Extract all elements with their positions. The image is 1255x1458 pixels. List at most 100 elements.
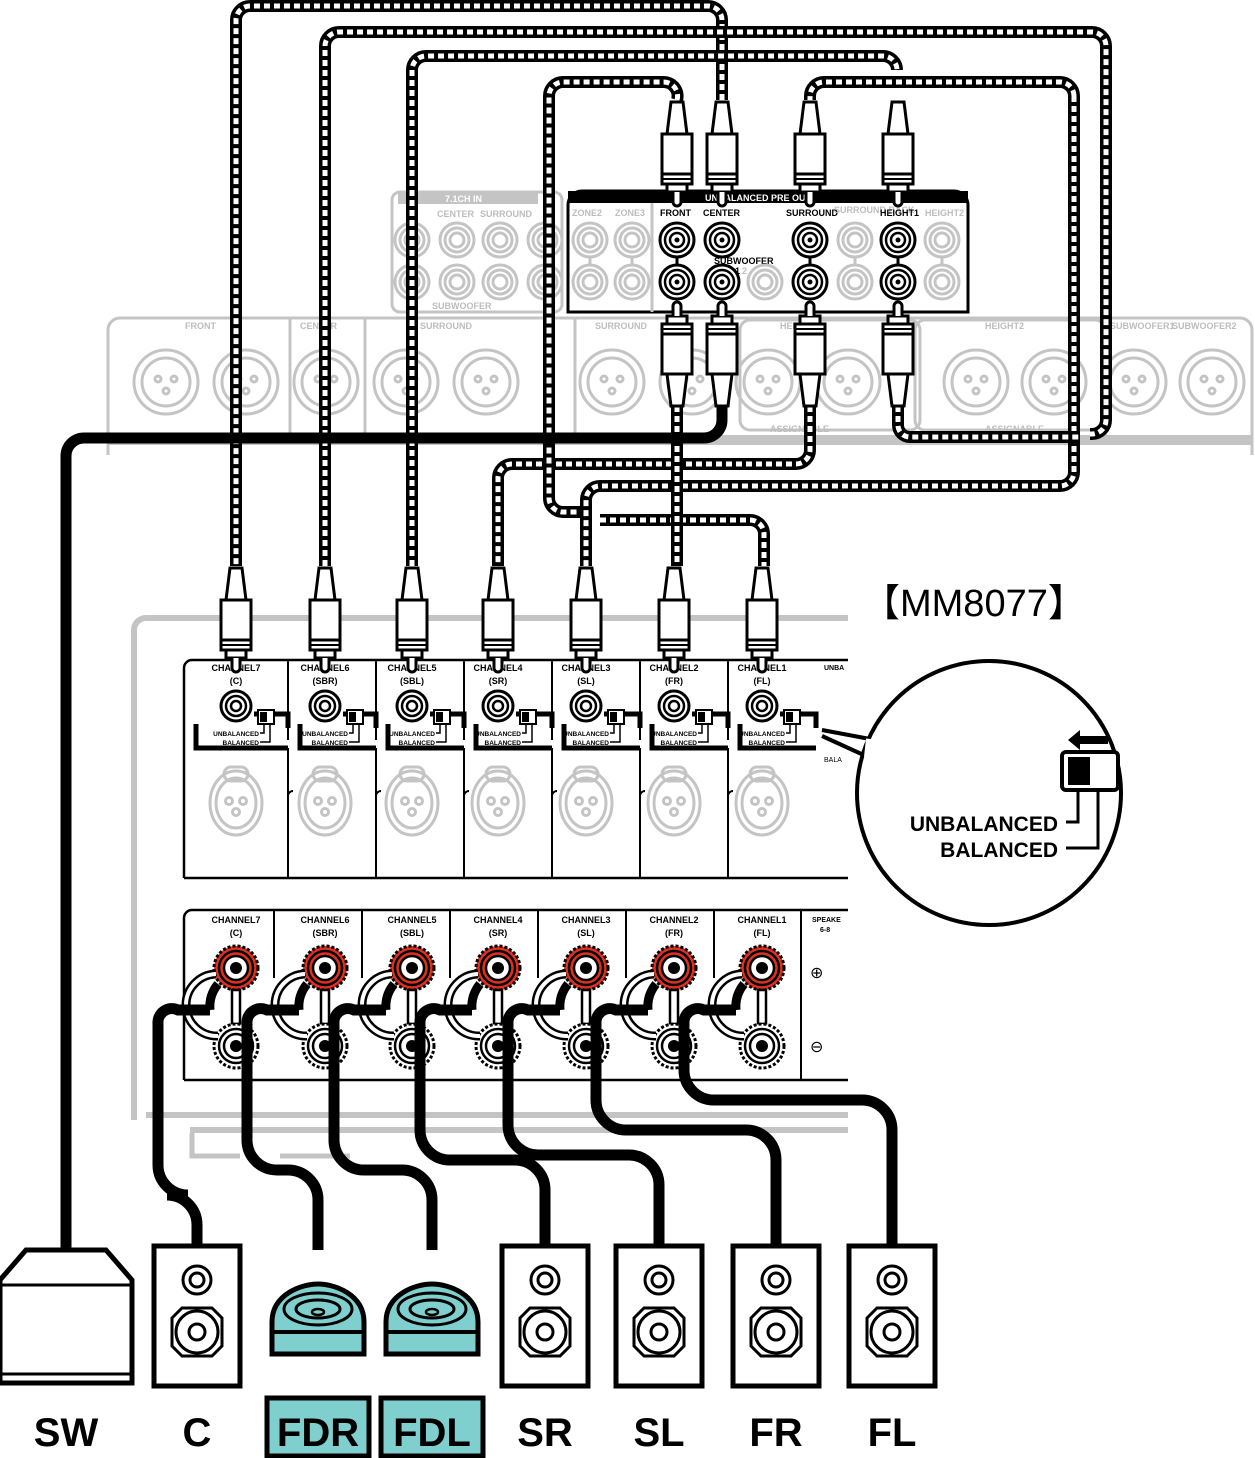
preout-front-r[interactable] — [658, 221, 696, 259]
bal-label-surround: SURROUND — [420, 321, 473, 331]
switch-unbalanced-label: UNBALANCED — [389, 731, 435, 738]
channel-role: (FL) — [754, 676, 771, 686]
switch-balanced-label: BALANCED — [749, 740, 786, 747]
preout-height1-l[interactable] — [879, 263, 917, 301]
switch-balanced-label: BALANCED — [312, 740, 349, 747]
channel-role: (C) — [230, 676, 243, 686]
preout-title: UNBALANCED PRE OUT — [705, 193, 812, 203]
label-sub-2: 2 — [742, 266, 747, 276]
speaker-label-highlight — [378, 1395, 486, 1458]
speaker-cable — [328, 1003, 438, 1250]
speaker-label: FDL — [393, 1411, 471, 1455]
rca-plug — [569, 566, 603, 674]
speaker-fr: FR — [733, 1246, 819, 1455]
speaker-terminal[interactable] — [738, 944, 786, 1070]
channel-name: CHANNEL1 — [737, 915, 786, 925]
arrow-left-icon — [1068, 730, 1108, 750]
speaker-sw: SW — [0, 1247, 135, 1455]
preout-subwoofer1[interactable] — [703, 263, 741, 301]
rca-input-jack[interactable] — [219, 689, 253, 723]
switch-unbalanced-label: UNBALANCED — [302, 731, 348, 738]
rca-plug — [308, 566, 342, 674]
channel-role: (SR) — [489, 676, 508, 686]
rca-plug — [481, 566, 515, 674]
xlr-input-jack — [558, 765, 614, 837]
speaker-label: SR — [517, 1411, 573, 1455]
callout-unbalanced: UNBALANCED — [910, 813, 1058, 836]
channel-name: CHANNEL5 — [387, 915, 436, 925]
channel-role: (SL) — [577, 676, 595, 686]
channel-role: (SBR) — [313, 676, 338, 686]
bal-assignable-2: ASSIGNABLE — [985, 424, 1044, 434]
speaker-sr: SR — [502, 1246, 588, 1455]
speaker-label: SL — [633, 1411, 684, 1455]
ghost-71ch-in-panel: 7.1CH IN CENTER SURROUND SUBWOOFER — [390, 190, 564, 314]
rca-plug — [707, 302, 737, 406]
preout-surround-l[interactable] — [791, 263, 829, 301]
model-title: 【MM8077】 — [862, 583, 1086, 625]
interconnect-cables — [230, 0, 1112, 566]
ghost-71ch-title: 7.1CH IN — [445, 194, 482, 204]
height-speaker-icon — [386, 1284, 478, 1354]
bookshelf-speaker-icon — [616, 1246, 702, 1386]
rca-plug — [745, 566, 779, 674]
rca-input-jack[interactable] — [657, 689, 691, 723]
label-zone3: ZONE3 — [615, 208, 645, 218]
bal-label-height2: HEIGHT2 — [985, 321, 1024, 331]
amp-output-channel1: CHANNEL1 (FL) — [707, 910, 787, 1070]
label-surround: SURROUND — [786, 208, 839, 218]
preout-front-l[interactable] — [658, 263, 696, 301]
rca-input-jack[interactable] — [481, 689, 515, 723]
rca-plug — [657, 566, 691, 674]
label-sub-1: 1 — [735, 266, 740, 276]
bal-label-front: FRONT — [185, 321, 216, 331]
cable-height-loop — [804, 76, 1080, 102]
plus-icon: ⊕ — [810, 965, 823, 982]
cable-pattern — [233, 3, 725, 566]
speaker-fdl: FDL — [378, 1284, 486, 1458]
channel-name: CHANNEL7 — [211, 915, 260, 925]
speaker-fl: FL — [849, 1246, 935, 1455]
rca-input-jack[interactable] — [569, 689, 603, 723]
speaker-cable — [414, 1003, 551, 1250]
rca-input-jack[interactable] — [395, 689, 429, 723]
cable-pattern — [583, 96, 1077, 566]
xlr-input-jack — [470, 765, 526, 837]
subwoofer-icon — [0, 1247, 135, 1386]
switch-unbalanced-label: UNBALANCED — [651, 731, 697, 738]
channel-role: (SBL) — [400, 928, 424, 938]
speaker-sl: SL — [616, 1246, 702, 1455]
channel-name: CHANNEL3 — [561, 915, 610, 925]
speaker-label-highlight — [264, 1395, 372, 1458]
rca-plug — [660, 100, 694, 208]
minus-icon: ⊖ — [810, 1039, 823, 1056]
amplifier-mm8077: CHANNEL7 (C) UNBALANCED BALANCED CHANNEL6 (SB… — [131, 615, 848, 1159]
channel-role: (FL) — [754, 928, 771, 938]
preout-surround-r[interactable] — [791, 221, 829, 259]
ghost-label-surround: SURROUND — [480, 209, 533, 219]
label-center: CENTER — [703, 208, 741, 218]
label-zone2: ZONE2 — [572, 208, 602, 218]
cable-pattern — [600, 517, 767, 566]
xlr-input-jack — [208, 765, 264, 837]
rca-input-jack[interactable] — [308, 689, 342, 723]
rca-plug — [793, 100, 827, 208]
bal-label-center: CENTER — [300, 321, 338, 331]
speaker-label: FDR — [277, 1411, 359, 1455]
rca-plug — [395, 566, 429, 674]
switch-balanced-label: BALANCED — [485, 740, 522, 747]
preout-height1-r[interactable] — [879, 221, 917, 259]
side-label-speaker: SPEAKE — [812, 917, 841, 924]
rca-plug — [881, 100, 915, 208]
side-label-unba: UNBA — [824, 665, 844, 672]
callout-balanced: BALANCED — [940, 839, 1058, 862]
rca-plug — [219, 566, 253, 674]
channel-role: (SL) — [577, 928, 595, 938]
rca-input-jack[interactable] — [745, 689, 779, 723]
channel-name: CHANNEL6 — [300, 915, 349, 925]
preout-center[interactable] — [703, 221, 741, 259]
